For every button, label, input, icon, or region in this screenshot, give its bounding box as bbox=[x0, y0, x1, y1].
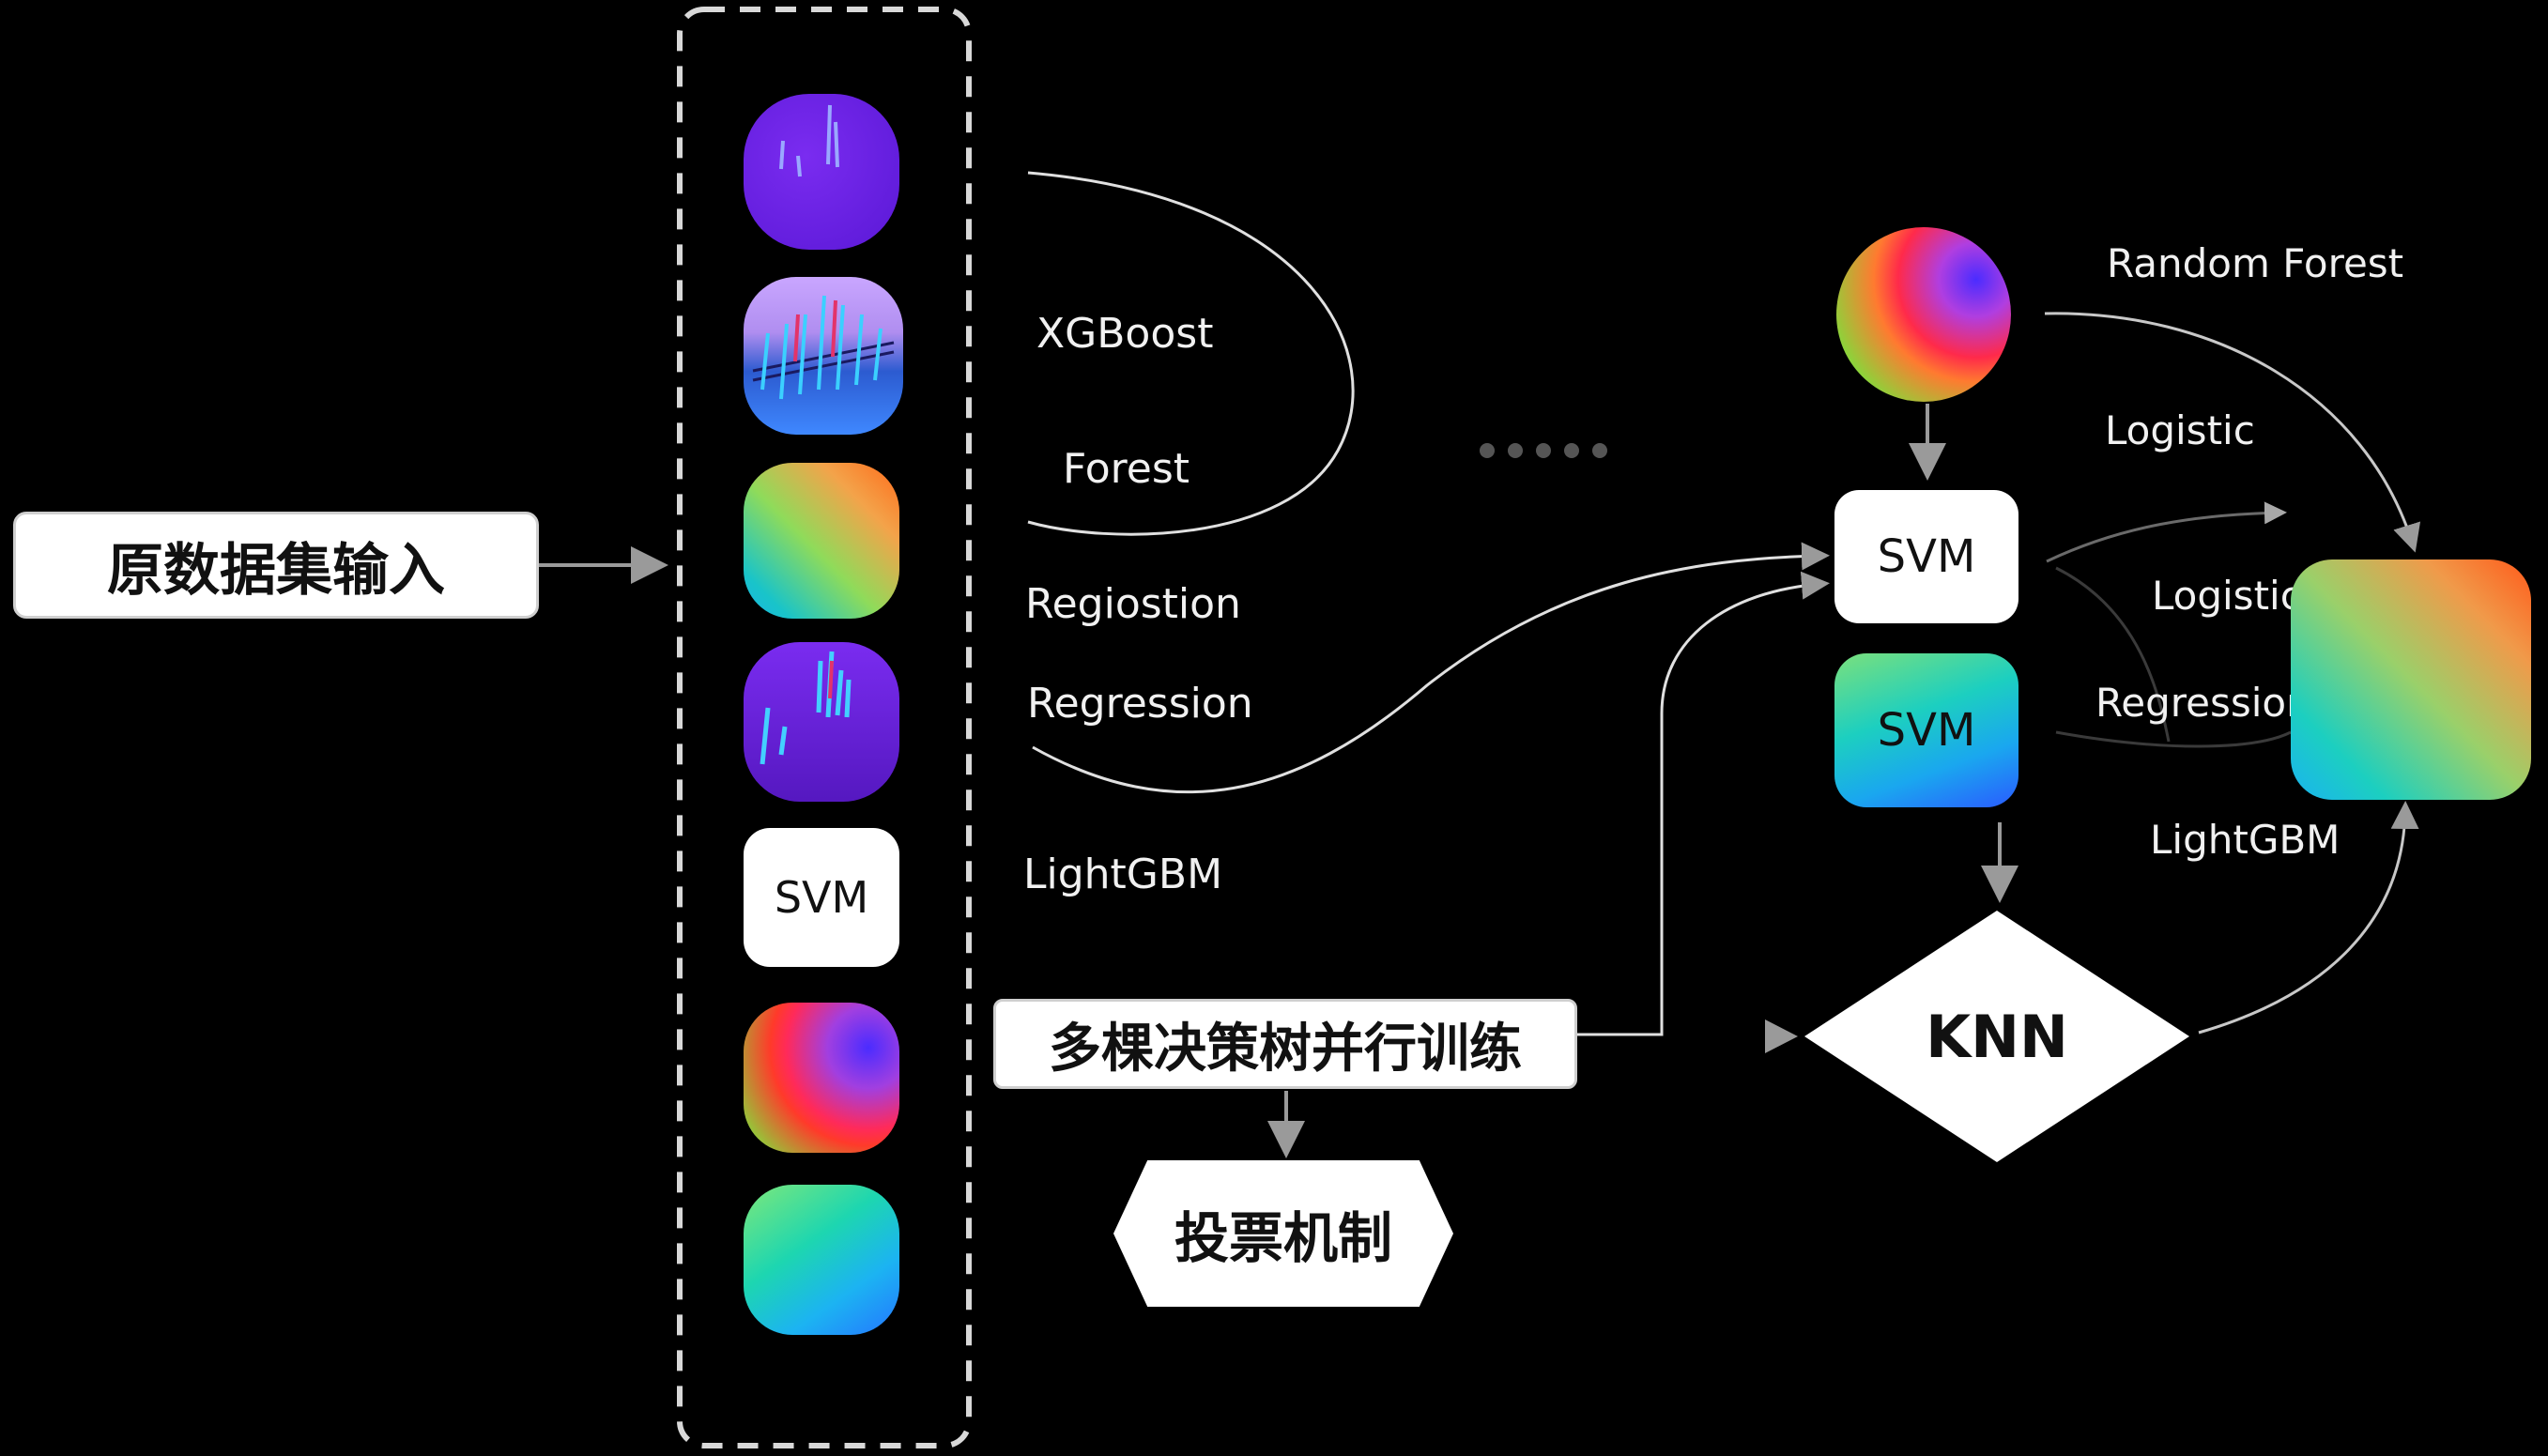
knn-label: KNN bbox=[1926, 1002, 2068, 1071]
dataset-input-box: 原数据集输入 bbox=[13, 512, 539, 619]
purple-spikes-icon-2 bbox=[744, 642, 899, 802]
green-blue-gradient-icon bbox=[744, 1185, 899, 1335]
svm-gradient-to-output bbox=[2055, 730, 2292, 748]
voting-mechanism-label: 投票机制 bbox=[1174, 1206, 1392, 1270]
red-purple-gradient-icon bbox=[744, 1003, 899, 1153]
regiostion-label: Regiostion bbox=[1025, 580, 1241, 628]
random-forest-label: Random Forest bbox=[2107, 240, 2404, 286]
rainbow-circle-icon bbox=[1836, 227, 2011, 402]
green-orange-gradient-icon bbox=[744, 463, 899, 619]
regression-label: Regression bbox=[1027, 680, 1253, 728]
column-svm-tile: SVM bbox=[744, 828, 899, 967]
column-svm-label: SVM bbox=[774, 872, 869, 923]
regression-to-svm-curve bbox=[1032, 542, 1830, 794]
wave-spikes-icon bbox=[744, 277, 903, 435]
dashed-column-frame bbox=[677, 7, 972, 1448]
voting-mechanism-hexagon: 投票机制 bbox=[1113, 1160, 1453, 1307]
purple-spikes-icon bbox=[744, 94, 899, 250]
forest-label: Forest bbox=[1063, 445, 1190, 493]
parallel-to-svm-connector bbox=[1577, 571, 1830, 1036]
svm-white-box: SVM bbox=[1834, 490, 2018, 623]
regression-label-right: Regression bbox=[2095, 680, 2311, 726]
xgboost-label: XGBoost bbox=[1036, 310, 1214, 358]
svm-gradient-label: SVM bbox=[1877, 704, 1976, 757]
random-forest-arc bbox=[2044, 312, 2421, 553]
svm-logistic-arrow bbox=[2046, 501, 2287, 563]
svm-white-label: SVM bbox=[1877, 530, 1976, 583]
parallel-training-label: 多棵决策树并行训练 bbox=[1049, 1018, 1522, 1080]
logistic-label-2: Logistic bbox=[2152, 573, 2302, 619]
logistic-label-1: Logistic bbox=[2105, 407, 2255, 453]
knn-left-arrowhead bbox=[1765, 1019, 1798, 1053]
dataset-input-label: 原数据集输入 bbox=[107, 537, 445, 604]
svm-gradient-tile: SVM bbox=[1834, 653, 2018, 807]
output-gradient-tile bbox=[2291, 559, 2531, 800]
parallel-training-box: 多棵决策树并行训练 bbox=[993, 999, 1577, 1089]
knn-to-output-curve bbox=[2198, 801, 2419, 1035]
xgboost-forest-arc bbox=[1027, 171, 1355, 536]
lightgbm-label-right: LightGBM bbox=[2150, 817, 2341, 863]
lightgbm-label: LightGBM bbox=[1023, 851, 1223, 898]
svm-regression-curve bbox=[2055, 566, 2171, 743]
